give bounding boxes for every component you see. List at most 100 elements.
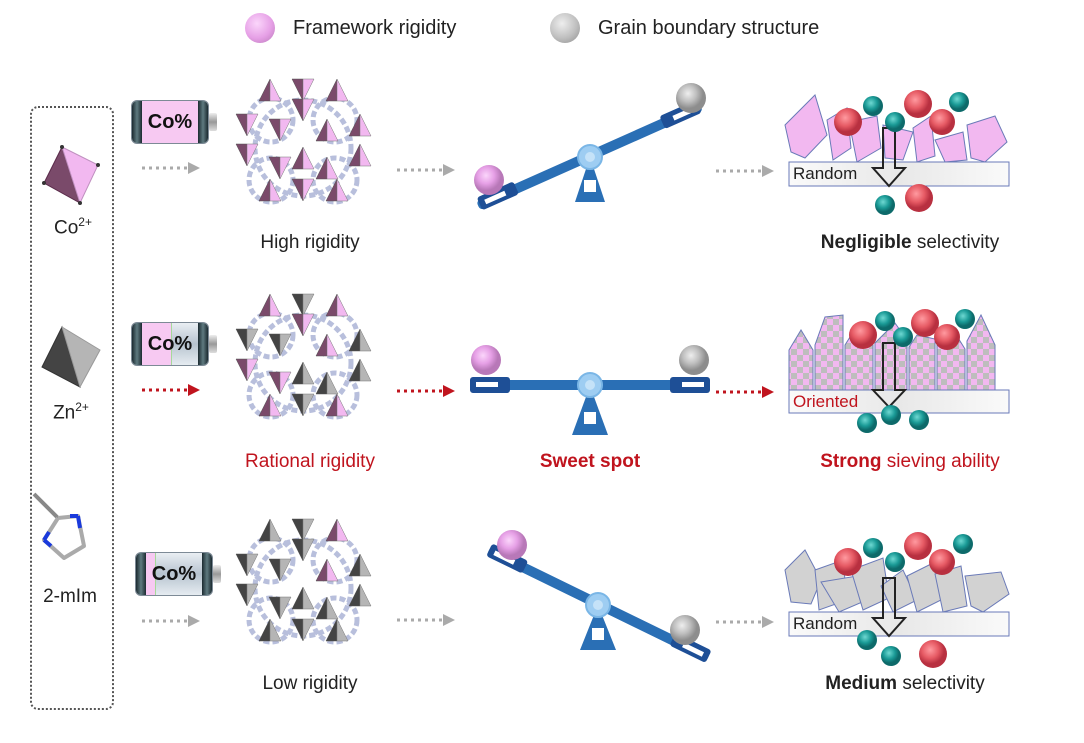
legend-label: Grain boundary structure (598, 16, 820, 39)
result-bold: Medium (825, 673, 898, 694)
cobalt-tetrahedron (325, 178, 349, 202)
co-battery: Co% (131, 322, 217, 366)
zinc-tetrahedron (235, 583, 259, 607)
cobalt-tetrahedron (268, 156, 292, 180)
membrane-random-pink: Random (784, 90, 1010, 215)
membrane-label: Oriented (793, 392, 858, 411)
seesaw-balanced (470, 345, 710, 435)
zinc-tetrahedron (348, 328, 372, 352)
cobalt-tetrahedron (325, 293, 349, 317)
result-caption: Negligible selectivity (790, 232, 1030, 254)
precursor-charge: 2+ (78, 215, 92, 229)
gray-sphere-icon (550, 13, 580, 43)
battery-label: Co% (147, 110, 193, 133)
cobalt-tetrahedron (315, 558, 339, 582)
zinc-tetrahedron (235, 553, 259, 577)
gray-sphere-icon (679, 345, 709, 375)
legend-framework-rigidity: Framework rigidity (245, 10, 456, 46)
result-rest: selectivity (897, 673, 985, 694)
zinc-tetrahedron (291, 518, 315, 542)
co-fill (142, 323, 172, 365)
sweet-spot-label: Sweet spot (539, 451, 641, 472)
cobalt-tetrahedron (291, 78, 315, 102)
dotted-arrow-highlight (397, 385, 455, 397)
dotted-arrow-highlight (142, 384, 200, 396)
zinc-tetrahedron (291, 293, 315, 317)
dotted-arrow (142, 615, 200, 627)
precursor-label-2mim: 2-mIm (43, 586, 97, 607)
cobalt-tetrahedron (315, 156, 339, 180)
dotted-arrow (142, 162, 200, 174)
dotted-arrow (397, 614, 455, 626)
zif-framework-low-co (235, 518, 372, 645)
battery-label: Co% (151, 562, 197, 585)
result-bold: Negligible (820, 232, 912, 253)
cobalt-tetrahedron (258, 178, 282, 202)
zinc-tetrahedron (348, 553, 372, 577)
result-caption: Medium selectivity (790, 673, 1020, 695)
cobalt-tetrahedron (315, 118, 339, 142)
framework-caption: Rational rigidity (245, 451, 375, 472)
result-bold: Strong (820, 451, 882, 472)
cobalt-tetrahedron (268, 371, 292, 395)
cobalt-tetrahedron (291, 146, 315, 170)
cobalt-tetrahedron (235, 143, 259, 167)
pink-sphere-icon (474, 165, 504, 195)
zinc-tetrahedron (268, 596, 292, 620)
cobalt-tetrahedron (258, 393, 282, 417)
cobalt-tetrahedron (235, 113, 259, 137)
membrane-label: Random (793, 614, 857, 633)
precursor-label-zn: Zn2+ (26, 400, 116, 424)
membrane-oriented-checker: Oriented (788, 309, 1010, 433)
dotted-arrow (716, 165, 774, 177)
cobalt-tetrahedron (325, 393, 349, 417)
result-rest: selectivity (911, 232, 1000, 253)
result-caption: Strong sieving ability (790, 451, 1030, 473)
legend-label: Framework rigidity (293, 16, 457, 39)
zinc-tetrahedron (291, 361, 315, 385)
zinc-tetrahedron (268, 333, 292, 357)
dotted-arrow (716, 616, 774, 628)
cobalt-tetrahedron (258, 293, 282, 317)
cobalt-tetrahedron (315, 333, 339, 357)
membrane-random-gray: Random (784, 532, 1010, 668)
zinc-tetrahedron (258, 618, 282, 642)
precursor-symbol: Co (54, 217, 79, 239)
zinc-tetrahedron (258, 518, 282, 542)
seesaw-caption: Sweet spot (510, 451, 670, 473)
cobalt-tetrahedron (291, 178, 315, 202)
zinc-tetrahedron (315, 371, 339, 395)
zinc-tetrahedron (291, 393, 315, 417)
cobalt-tetrahedron (258, 78, 282, 102)
co-fill (146, 553, 156, 595)
co-battery: Co% (135, 552, 221, 596)
pink-sphere-icon (245, 13, 275, 43)
dotted-arrow (397, 164, 455, 176)
legend-grain-boundary: Grain boundary structure (550, 10, 819, 46)
cobalt-tetrahedron (348, 113, 372, 137)
cobalt-tetrahedron (325, 518, 349, 542)
framework-caption: Low rigidity (262, 673, 358, 694)
precursor-charge: 2+ (75, 400, 89, 414)
imidazole-ring-icon (32, 492, 86, 560)
zinc-tetrahedron (348, 358, 372, 382)
zinc-tetrahedron (348, 583, 372, 607)
precursor-symbol: Zn (53, 402, 76, 424)
zinc-tetrahedron (268, 558, 292, 582)
zif-framework-high-co (235, 78, 372, 205)
cobalt-tetrahedron (268, 118, 292, 142)
cobalt-tetrahedron (325, 78, 349, 102)
co-battery: Co% (131, 100, 217, 144)
cobalt-tetrahedron (291, 313, 315, 337)
battery-label: Co% (147, 332, 193, 355)
dotted-arrow-highlight (716, 386, 774, 398)
result-rest: sieving ability (881, 451, 1000, 472)
framework-caption: High rigidity (260, 232, 360, 253)
cobalt-tetrahedron-icon (42, 145, 100, 205)
membrane-label: Random (793, 164, 857, 183)
zif-framework-rational-co (235, 293, 372, 420)
gray-sphere-icon (676, 83, 706, 113)
cobalt-tetrahedron (235, 358, 259, 382)
zinc-tetrahedron-icon (41, 325, 101, 389)
seesaw-tilted-left-down (474, 83, 706, 210)
